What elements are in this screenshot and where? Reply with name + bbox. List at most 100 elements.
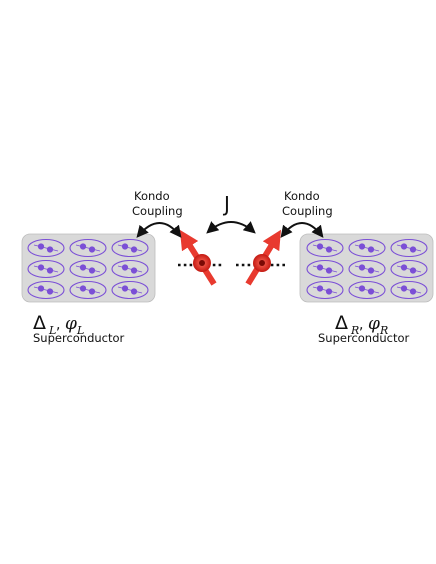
right-electron: [316, 264, 324, 271]
right-electron: [367, 246, 375, 253]
right-cooper-pair: [306, 238, 344, 258]
right-order-parameter: Δ R , φ R: [335, 312, 388, 337]
left-cooper-pair-orbit: [111, 238, 149, 258]
right-electron: [325, 246, 333, 253]
left-electron: [88, 267, 96, 274]
right-cooper-pair: [390, 280, 428, 300]
right-cooper-pair-orbit: [306, 238, 344, 258]
right-coupling-label-line2: Coupling: [282, 204, 333, 218]
left-superconductor-caption: Superconductor: [33, 331, 125, 345]
left-cooper-pair: [111, 280, 149, 300]
right-cooper-pair: [348, 259, 386, 279]
left-gap-symbol: Δ: [33, 312, 46, 334]
left-spin-core: [199, 260, 205, 266]
left-cooper-pair: [27, 259, 65, 279]
right-superconductor: [299, 233, 434, 303]
left-electron: [121, 243, 129, 250]
left-cooper-pair: [111, 238, 149, 258]
left-electron: [130, 288, 138, 295]
right-cooper-pair: [306, 259, 344, 279]
left-cooper-pair: [69, 280, 107, 300]
left-electron: [37, 264, 45, 271]
right-electron: [358, 264, 366, 271]
right-superconductor-caption: Superconductor: [318, 331, 410, 345]
right-impurity-spin: [245, 229, 281, 286]
left-impurity-spin: [179, 229, 217, 286]
left-cooper-pair: [27, 280, 65, 300]
right-electron: [367, 288, 375, 295]
right-cooper-pair: [306, 280, 344, 300]
left-cooper-pair: [69, 259, 107, 279]
right-electron: [400, 285, 408, 292]
left-electron: [130, 246, 138, 253]
right-electron: [358, 243, 366, 250]
left-electron: [130, 267, 138, 274]
right-electron: [316, 285, 324, 292]
left-kondo-arc: [136, 222, 182, 238]
left-cooper-pair-grid: [27, 238, 149, 300]
right-phase-subscript: R: [379, 324, 388, 337]
left-cooper-pair: [27, 238, 65, 258]
left-cooper-pair-orbit: [27, 280, 65, 300]
left-cooper-pair-orbit: [69, 238, 107, 258]
left-electron: [121, 285, 129, 292]
right-cooper-pair-grid: [306, 238, 428, 300]
right-cooper-pair: [390, 238, 428, 258]
left-electron: [46, 246, 54, 253]
left-cooper-pair-orbit: [27, 238, 65, 258]
left-coupling-label-line1: Kondo: [134, 189, 170, 203]
left-electron: [46, 267, 54, 274]
left-electron: [79, 264, 87, 271]
right-electron: [325, 267, 333, 274]
left-comma: ,: [56, 317, 60, 333]
right-cooper-pair-orbit: [390, 259, 428, 279]
right-cooper-pair-orbit: [306, 259, 344, 279]
left-electron: [121, 264, 129, 271]
left-cooper-pair: [111, 259, 149, 279]
right-cooper-pair: [348, 238, 386, 258]
right-gap-symbol: Δ: [335, 312, 348, 334]
right-electron: [358, 285, 366, 292]
left-phase-subscript: L: [76, 324, 84, 337]
right-electron: [316, 243, 324, 250]
exchange-arc: [206, 221, 256, 234]
left-cooper-pair-orbit: [111, 259, 149, 279]
left-electron: [37, 285, 45, 292]
right-superconductor-block: [299, 233, 434, 303]
left-electron: [37, 243, 45, 250]
left-electron: [79, 285, 87, 292]
left-coupling-label-line2: Coupling: [132, 204, 183, 218]
right-comma: ,: [359, 317, 363, 333]
left-cooper-pair: [69, 238, 107, 258]
right-cooper-pair-orbit: [390, 238, 428, 258]
left-electron: [46, 288, 54, 295]
right-gap-subscript: R: [350, 324, 359, 337]
left-superconductor-block: [21, 233, 156, 303]
right-cooper-pair-orbit: [306, 280, 344, 300]
left-electron: [88, 246, 96, 253]
right-kondo-arc: [280, 222, 324, 238]
right-electron: [325, 288, 333, 295]
left-cooper-pair-orbit: [111, 280, 149, 300]
right-cooper-pair: [348, 280, 386, 300]
left-cooper-pair-orbit: [69, 259, 107, 279]
left-electron: [88, 288, 96, 295]
left-order-parameter: Δ L , φ L: [33, 312, 84, 337]
right-cooper-pair-orbit: [348, 238, 386, 258]
right-cooper-pair: [390, 259, 428, 279]
right-cooper-pair-orbit: [390, 280, 428, 300]
left-superconductor: [21, 233, 156, 303]
right-cooper-pair-orbit: [348, 280, 386, 300]
right-cooper-pair-orbit: [348, 259, 386, 279]
exchange-label: J: [222, 192, 230, 216]
left-phase-symbol: φ: [65, 314, 77, 334]
right-electron: [409, 246, 417, 253]
left-gap-subscript: L: [48, 324, 56, 337]
right-coupling-label-line1: Kondo: [284, 189, 320, 203]
right-electron: [409, 267, 417, 274]
right-electron: [367, 267, 375, 274]
left-cooper-pair-orbit: [69, 280, 107, 300]
right-electron: [409, 288, 417, 295]
right-electron: [400, 243, 408, 250]
